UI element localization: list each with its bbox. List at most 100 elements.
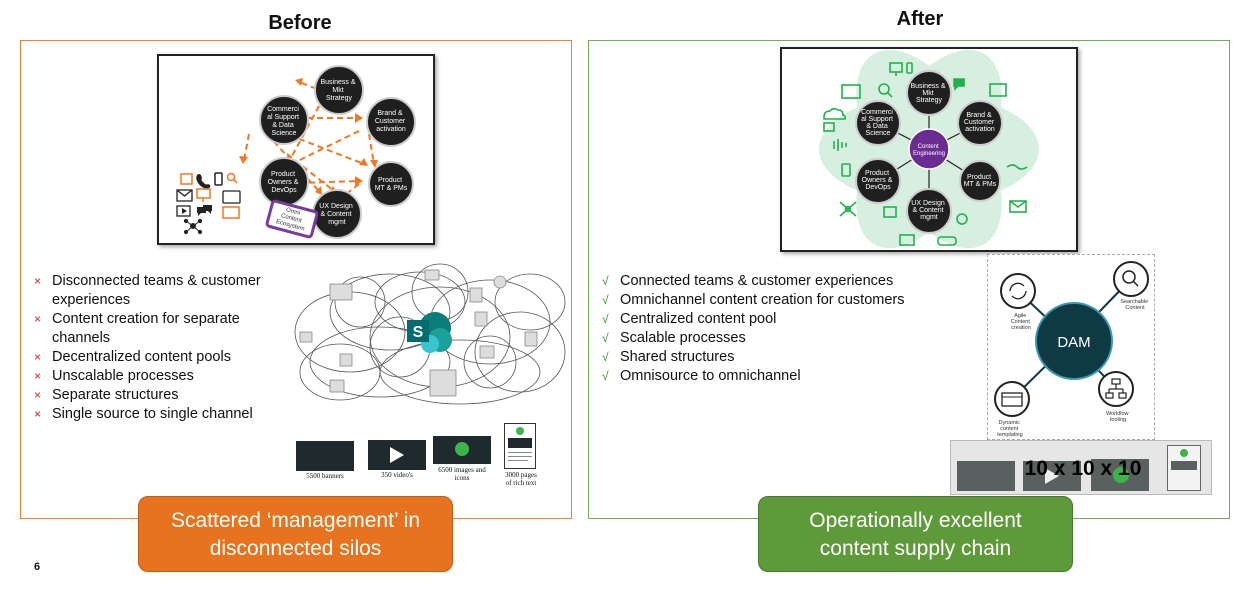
svg-text:Business & Mkt: Business & Mkt Strategy (911, 83, 948, 104)
before-bullet: ×Disconnected teams & customer experienc… (28, 272, 298, 310)
after-node-product-mt-line: Product (967, 174, 991, 181)
cross-icon: × (34, 407, 42, 421)
before-node-ux: UX Design & Content mgmt (312, 189, 362, 239)
web-page-icon (989, 83, 1007, 97)
phone-icon (196, 174, 211, 189)
dam-agile-line: creation (1011, 325, 1031, 331)
after-node-commercial-line: Science (866, 130, 891, 137)
user-icon (493, 275, 507, 289)
users-icon (339, 353, 353, 367)
before-node-product-owners: Product Owners & DevOps (259, 157, 309, 207)
watch-icon (956, 213, 968, 225)
play-icon (390, 447, 404, 463)
before-bullet-list: ×Disconnected teams & customer experienc… (28, 272, 298, 424)
laptop-icon (424, 269, 440, 281)
svg-text:UX Design & Content: UX Design & Content mgmt (911, 200, 946, 221)
dam-label: DAM (1057, 334, 1090, 351)
after-node-brand-line: Brand & (966, 112, 992, 119)
svg-text:Commerci al Support: Commerci al Support & Data Science (861, 109, 895, 137)
after-bullet-text: Omnichannel content creation for custome… (620, 292, 905, 308)
before-node-commercial-line: al Support (267, 114, 299, 121)
tv-icon (222, 190, 241, 204)
tv-icon (841, 84, 861, 99)
after-bullet-text: Scalable processes (620, 330, 746, 346)
apple-icon (455, 442, 469, 456)
cross-icon: × (34, 369, 42, 383)
svg-text:S: S (413, 324, 424, 341)
dam-agile-node: Agile Content creation (1000, 273, 1036, 331)
document-icon (524, 331, 538, 347)
after-node-business-line: Strategy (916, 97, 943, 104)
sharepoint-logo: S (407, 312, 452, 353)
after-node-commercial-line: al Support (861, 116, 893, 123)
before-node-business-line: Mkt (332, 87, 343, 94)
after-node-center-line: Content (918, 144, 939, 150)
cross-icon: × (34, 388, 42, 402)
dam-diagram: DAM Agile Content creation Searchable Co… (987, 254, 1155, 440)
dam-hub: DAM (1035, 302, 1113, 380)
template-icon (1001, 392, 1023, 407)
silo-illustration: S (290, 262, 570, 412)
before-node-product-owners-line: Product (271, 171, 295, 178)
laptop-icon (823, 122, 835, 132)
before-bullet: ×Unscalable processes (28, 367, 298, 386)
after-node-commercial: Commerci al Support & Data Science (855, 100, 901, 146)
car-icon (937, 236, 957, 246)
search-icon (1122, 270, 1136, 284)
asset-rich-text: 3000 pages of rich text (504, 423, 538, 498)
apple-icon (516, 427, 524, 435)
cloud-icon (823, 107, 847, 120)
asset-caption: 3000 pages of rich text (505, 471, 537, 487)
after-node-product-mt: Product MT & PMs (959, 160, 1001, 202)
dam-searchable-node: Searchable Content (1113, 261, 1149, 311)
dam-searchable-line: Content (1125, 305, 1145, 311)
omni-ecosystem-line: Content (280, 213, 302, 224)
after-callout-line: Operationally excellent (809, 509, 1022, 532)
cross-icon: × (34, 312, 42, 326)
check-icon: √ (602, 369, 609, 383)
after-node-brand: Brand & Customer activation (957, 100, 1003, 146)
omni-ecosystem-tag: Omni Content Ecosystem (265, 199, 319, 239)
after-node-business-line: Mkt (922, 90, 933, 97)
after-node-brand-line: activation (965, 126, 995, 133)
network-icon (183, 218, 203, 235)
network-icon (839, 201, 857, 217)
before-bullet: × Separate structures (28, 386, 298, 405)
dam-dynamic-line: templating (997, 432, 1022, 438)
printer-icon (469, 287, 483, 303)
mail-icon (1009, 200, 1027, 213)
mobile-icon (214, 172, 223, 186)
after-node-center-line: Engineering (913, 151, 945, 157)
svg-text:Brand & Customer: Brand & Customer activation (375, 110, 407, 133)
before-bullet-text: Separate structures (52, 387, 179, 403)
after-bullet: √Scalable processes (596, 329, 906, 348)
multiplier-label: 10 x 10 x 10 (1024, 457, 1142, 480)
after-node-ux: UX Design & Content mgmt (906, 188, 952, 234)
after-node-product-mt-line: MT & PMs (964, 181, 997, 188)
before-node-product-mt-line: Product (378, 177, 402, 184)
workflow-icon (1105, 378, 1127, 399)
after-bullet-text: Omnisource to omnichannel (620, 368, 801, 384)
after-node-ux-line: mgmt (920, 214, 938, 221)
after-bullet: √Omnichannel content creation for custom… (596, 291, 906, 310)
newspaper-icon (180, 173, 193, 185)
after-node-business-line: Business & (911, 83, 946, 90)
asset-images: 6500 images and icons (433, 436, 491, 486)
asset-banners: 5500 banners (296, 437, 354, 480)
search-icon (226, 172, 236, 182)
after-title: After (896, 8, 944, 30)
before-node-commercial-line: Commerci (267, 106, 299, 113)
after-bullet: √Connected teams & customer experiences (596, 272, 906, 291)
page-number: 6 (34, 561, 41, 573)
after-node-commercial-line: & Data (866, 123, 888, 130)
before-node-commercial-line: Science (272, 130, 297, 137)
before-bullet-text: Single source to single channel (52, 406, 253, 422)
svg-text:Workflow tooling: Workflow tooling (1106, 411, 1130, 423)
cart-icon (329, 379, 345, 393)
dam-agile-line: Content (1011, 319, 1031, 325)
before-callout: Scattered ‘management’ in disconnected s… (138, 496, 453, 572)
mail-icon (176, 189, 193, 202)
connector-icon (1006, 164, 1028, 170)
before-bullet: ×Decentralized content pools (28, 348, 298, 367)
after-channel-icons (823, 62, 1028, 246)
